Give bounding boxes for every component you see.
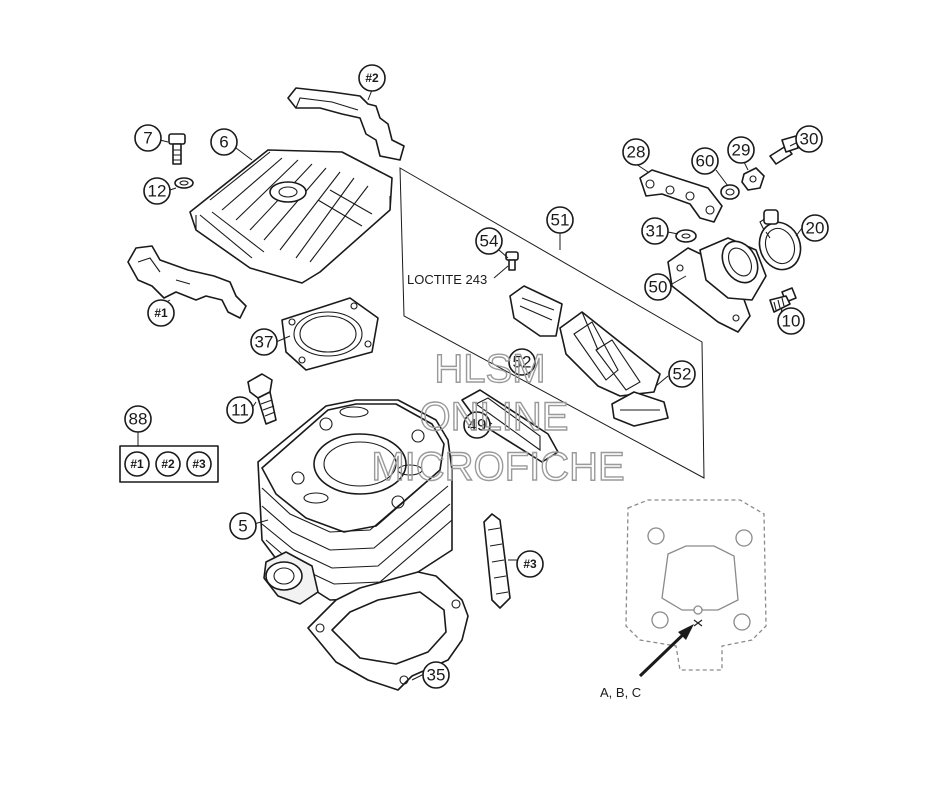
- svg-text:52: 52: [673, 365, 692, 384]
- callout-kit-1[interactable]: #1: [124, 451, 150, 477]
- callout-29[interactable]: 29: [727, 136, 755, 164]
- callout-6[interactable]: 6: [210, 128, 238, 156]
- callout-28[interactable]: 28: [622, 138, 650, 166]
- svg-text:88: 88: [129, 410, 148, 429]
- svg-text:10: 10: [782, 312, 801, 331]
- cylinder[interactable]: [257, 399, 453, 605]
- callout-12[interactable]: 12: [143, 177, 171, 205]
- intake-manifold[interactable]: [667, 235, 767, 333]
- svg-text:11: 11: [231, 401, 249, 420]
- svg-text:#3: #3: [192, 457, 206, 471]
- svg-text:#1: #1: [130, 457, 144, 471]
- callout-kit-3[interactable]: #3: [186, 451, 212, 477]
- svg-text:7: 7: [143, 129, 152, 148]
- detail-view: [625, 499, 767, 671]
- callout-kit-2[interactable]: #2: [155, 451, 181, 477]
- reed-block[interactable]: [559, 311, 661, 397]
- callout-31[interactable]: 31: [641, 217, 669, 245]
- intake-bolt[interactable]: [769, 287, 797, 313]
- reed-plate[interactable]: [611, 391, 669, 427]
- svg-text:37: 37: [255, 333, 274, 352]
- cylinder-head[interactable]: [189, 149, 393, 284]
- svg-text:MICROFICHE: MICROFICHE: [371, 445, 624, 489]
- svg-text:#2: #2: [365, 71, 379, 85]
- head-bolt[interactable]: [168, 133, 186, 165]
- loctite-leader: [493, 265, 509, 279]
- callout-30[interactable]: 30: [795, 125, 823, 153]
- reed-group-outline: [399, 167, 705, 479]
- detail-arrow: [638, 624, 694, 678]
- cylinder-stud[interactable]: [247, 373, 277, 425]
- svg-text:28: 28: [627, 143, 646, 162]
- callout-50[interactable]: 50: [644, 273, 672, 301]
- svg-text:60: 60: [696, 152, 715, 171]
- mount-nut[interactable]: [741, 167, 765, 191]
- callout-11[interactable]: 11: [226, 396, 254, 424]
- svg-text:51: 51: [551, 211, 570, 230]
- callout-20[interactable]: 20: [801, 214, 829, 242]
- svg-text:HLSM: HLSM: [434, 347, 545, 391]
- svg-text:ONLINE: ONLINE: [420, 395, 569, 439]
- svg-text:#2: #2: [161, 457, 175, 471]
- loctite-note: LOCTITE 243: [407, 272, 487, 287]
- callout-reed-stop-3[interactable]: #3: [516, 550, 544, 578]
- head-gasket[interactable]: [281, 297, 379, 371]
- reed-screw[interactable]: [505, 251, 519, 271]
- bushing[interactable]: [720, 184, 740, 200]
- reed-petal[interactable]: [509, 285, 563, 337]
- callout-52-upper[interactable]: 52: [508, 348, 536, 376]
- svg-text:29: 29: [732, 141, 751, 160]
- spacer-bracket-2[interactable]: [287, 87, 405, 161]
- mount-bracket[interactable]: [639, 169, 723, 223]
- svg-text:49: 49: [468, 416, 487, 435]
- callout-49[interactable]: 49: [463, 411, 491, 439]
- svg-text:54: 54: [480, 232, 499, 251]
- spacer-bracket-1[interactable]: [127, 245, 247, 319]
- callout-7[interactable]: 7: [134, 124, 162, 152]
- svg-text:30: 30: [800, 130, 819, 149]
- svg-text:35: 35: [427, 666, 446, 685]
- mount-washer[interactable]: [675, 229, 697, 243]
- callout-10[interactable]: 10: [777, 307, 805, 335]
- svg-text:52: 52: [513, 353, 532, 372]
- reed-stop-3[interactable]: [483, 513, 511, 609]
- svg-text:50: 50: [649, 278, 668, 297]
- detail-label: A, B, C: [600, 685, 641, 700]
- callout-54[interactable]: 54: [475, 227, 503, 255]
- svg-text:#3: #3: [523, 557, 537, 571]
- svg-text:5: 5: [238, 517, 247, 536]
- callout-88[interactable]: 88: [124, 405, 152, 433]
- svg-text:20: 20: [806, 219, 825, 238]
- callout-5[interactable]: 5: [229, 512, 257, 540]
- svg-text:12: 12: [148, 182, 167, 201]
- base-gasket[interactable]: [307, 571, 469, 691]
- svg-text:#1: #1: [154, 306, 168, 320]
- callout-35[interactable]: 35: [422, 661, 450, 689]
- head-washer[interactable]: [174, 177, 194, 189]
- callout-37[interactable]: 37: [250, 328, 278, 356]
- svg-text:6: 6: [219, 133, 228, 152]
- callout-spacer-1[interactable]: #1: [147, 299, 175, 327]
- watermark: HLSM ONLINE MICROFICHE: [371, 346, 626, 489]
- callout-51[interactable]: 51: [546, 206, 574, 234]
- callout-52-lower[interactable]: 52: [668, 360, 696, 388]
- svg-text:31: 31: [646, 222, 665, 241]
- callout-60[interactable]: 60: [691, 147, 719, 175]
- callout-spacer-2[interactable]: #2: [358, 64, 386, 92]
- hose-clamp[interactable]: [753, 209, 807, 275]
- mount-screw[interactable]: [769, 135, 799, 165]
